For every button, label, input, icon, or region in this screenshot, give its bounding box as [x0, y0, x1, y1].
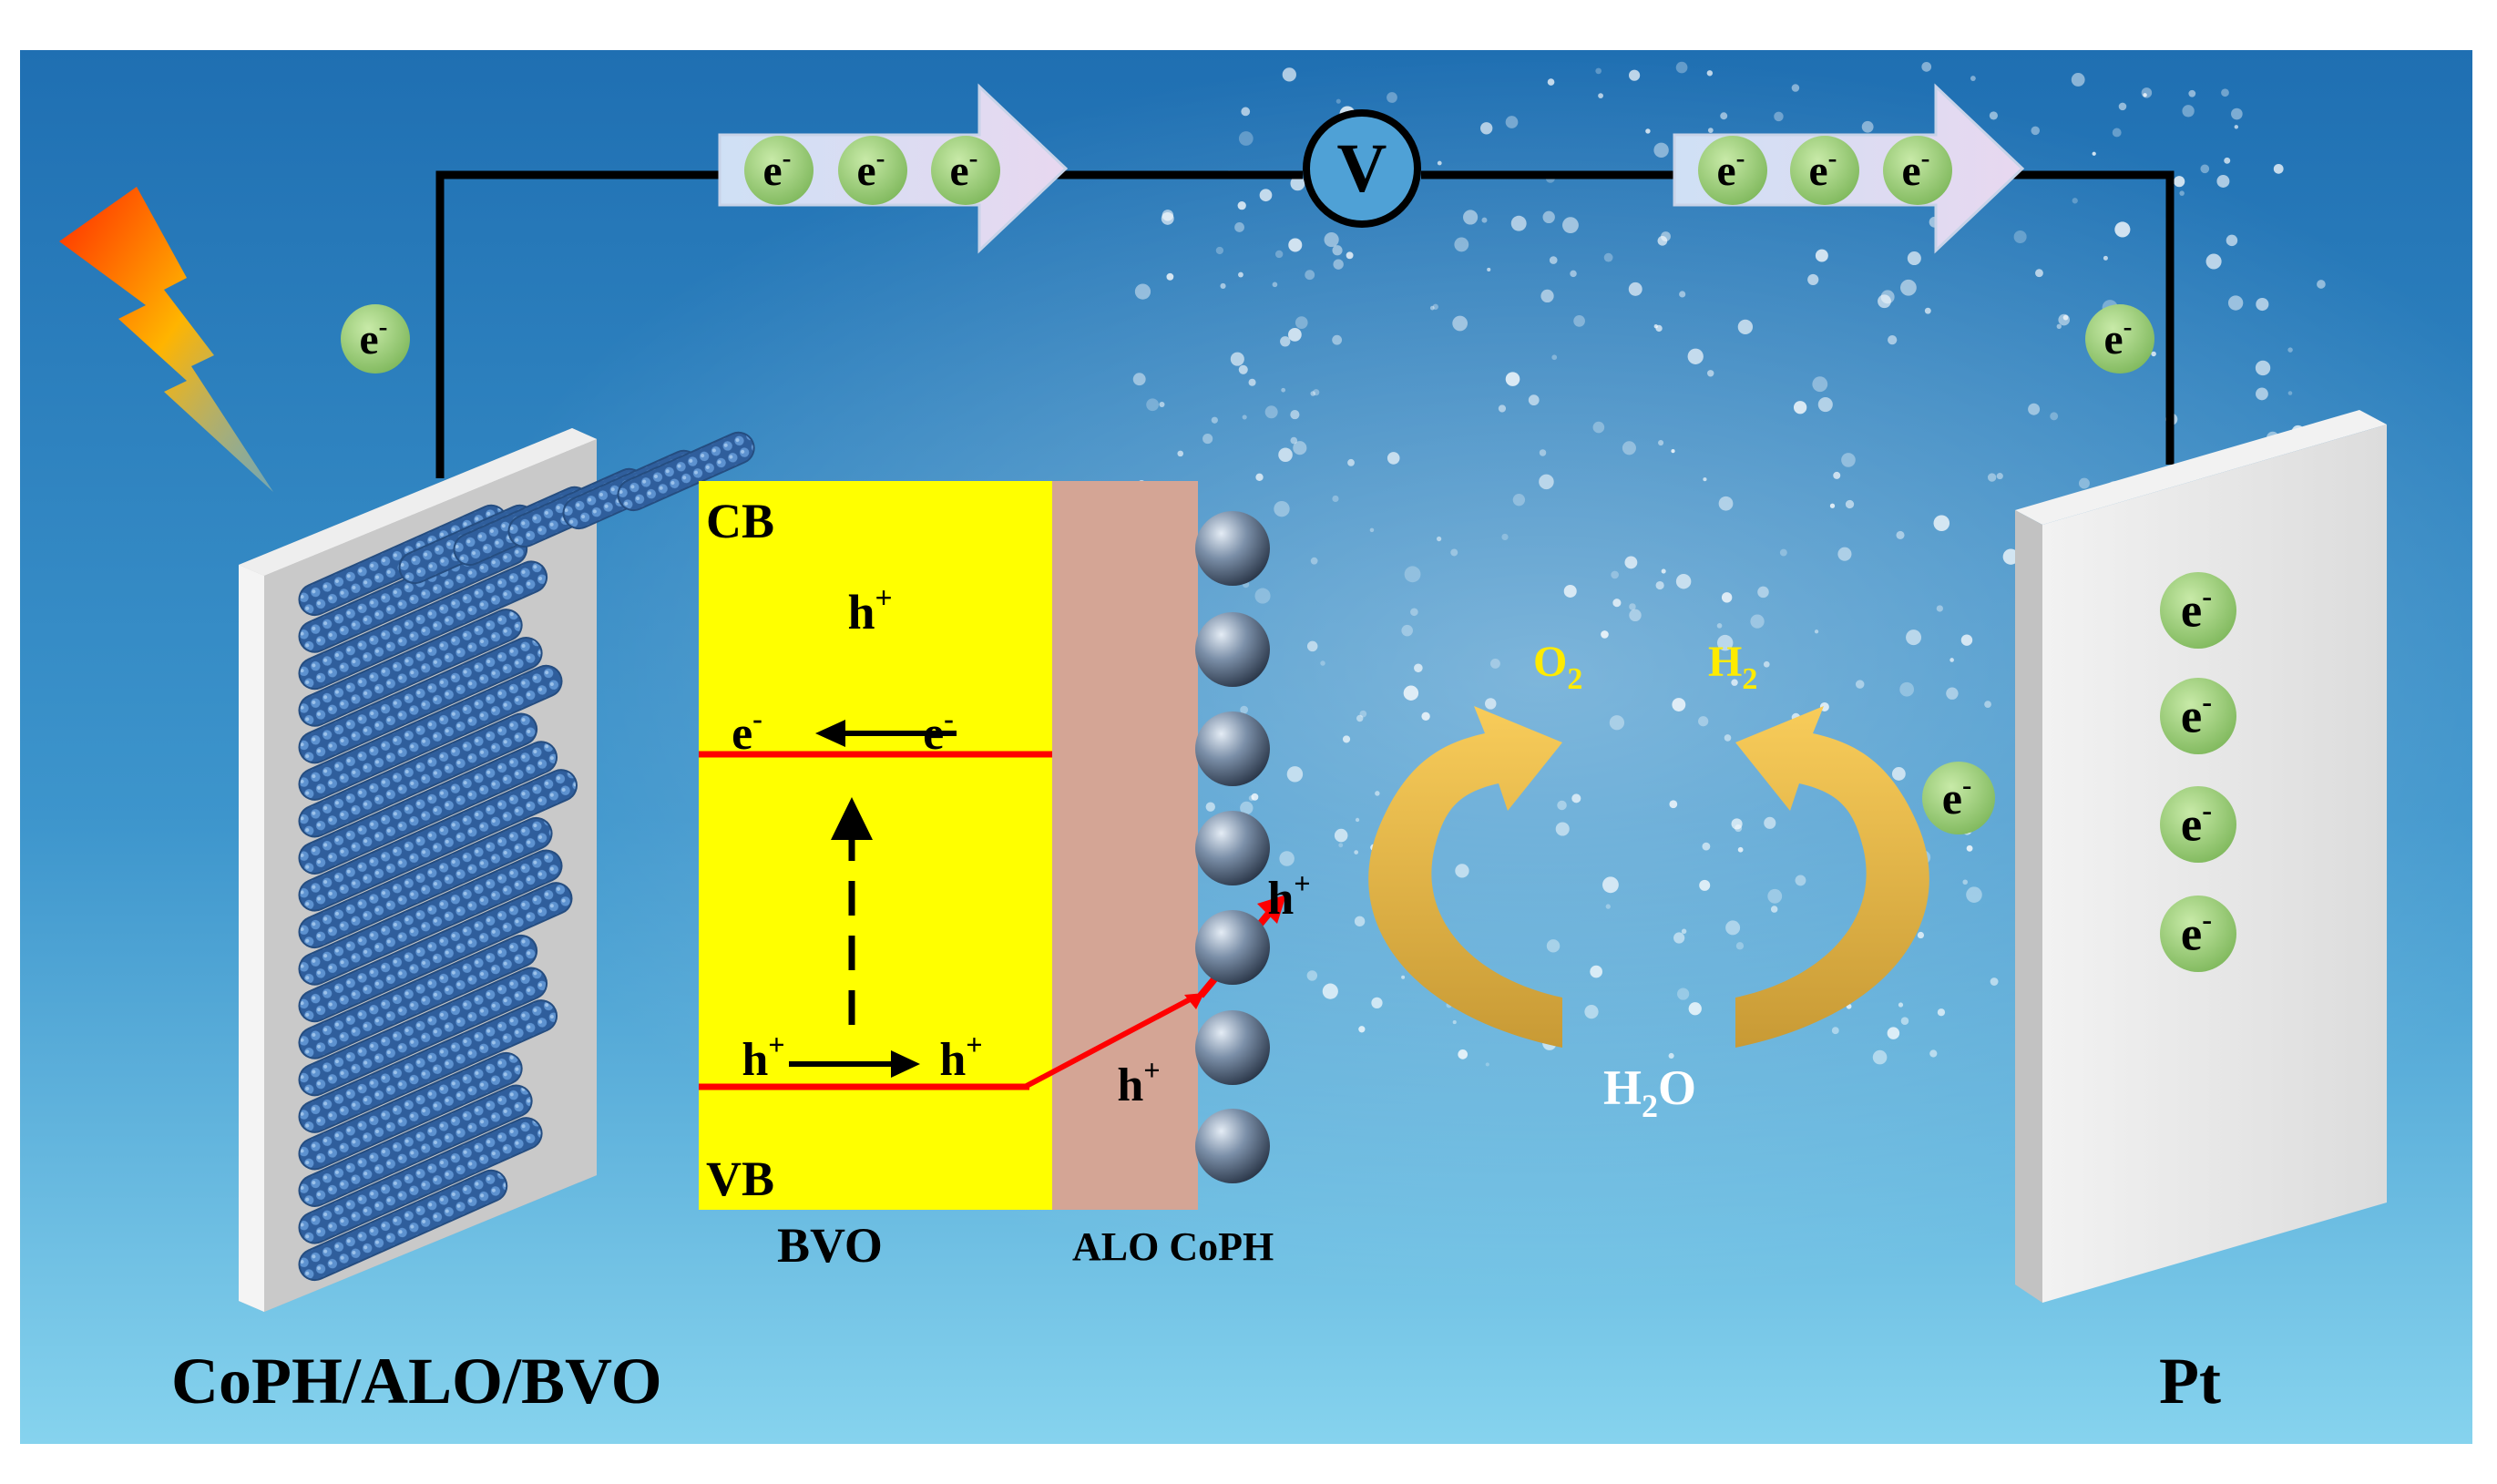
electron-icon: e- — [2160, 572, 2236, 649]
h2-label: H2 — [1708, 638, 1757, 696]
cobalt-particle-icon — [1195, 1109, 1270, 1183]
electron-label: e- — [2104, 312, 2133, 363]
coph-particles — [1195, 511, 1270, 1183]
electron-label: e- — [1902, 144, 1930, 195]
cobalt-particle-icon — [1195, 612, 1270, 687]
nanorod-icon — [298, 882, 573, 1023]
alo-layer — [1052, 481, 1198, 1210]
electron-icon: e- — [931, 136, 1000, 205]
water-splitting-cycle: O2 H2 H2O — [1368, 638, 1929, 1124]
oxidation-arc-arrow — [1368, 706, 1562, 1048]
nanorod-icon — [298, 816, 553, 949]
reduction-arc-arrow — [1735, 706, 1929, 1048]
cathode-label: Pt — [2159, 1345, 2221, 1417]
hole-label: h+ — [1117, 1054, 1160, 1111]
nanorod-icon — [298, 967, 548, 1097]
h2o-label: H2O — [1603, 1060, 1696, 1124]
cobalt-particle-icon — [1195, 711, 1270, 786]
nanorod-icon — [298, 741, 558, 875]
electron-label: e- — [923, 702, 954, 760]
voltmeter-icon: V — [1303, 109, 1421, 228]
nanorod-icon — [298, 636, 543, 764]
electron-icon: e- — [1883, 136, 1952, 205]
electron-icon: e- — [1922, 762, 1995, 834]
voltmeter-label: V — [1337, 130, 1387, 207]
vb-label: VB — [706, 1151, 774, 1206]
nanorod-icon — [298, 712, 538, 838]
band-diagram — [699, 481, 1286, 1210]
electron-label: e- — [1942, 769, 1972, 824]
electron-icon: e- — [2160, 786, 2236, 863]
hole-label: h+ — [1267, 867, 1310, 925]
electron-label: e- — [2181, 687, 2212, 743]
nanorod-icon — [298, 1051, 523, 1171]
nanorod-icon — [298, 999, 558, 1133]
electron-icon: e- — [1790, 136, 1859, 205]
nanorod-icon — [617, 431, 755, 512]
electron-label: e- — [763, 144, 792, 195]
cobalt-particle-icon — [1195, 811, 1270, 885]
hole-label: h+ — [847, 581, 892, 640]
electron-label: e- — [950, 144, 978, 195]
electron-label: e- — [1809, 144, 1837, 195]
nanorod-icon — [298, 1169, 508, 1282]
nanorod-icon — [298, 1117, 543, 1244]
nanorod-icon — [298, 934, 538, 1059]
electron-icon: e- — [744, 136, 814, 205]
electron-label: e- — [1717, 144, 1745, 195]
alo-coph-label: ALO CoPH — [1072, 1224, 1274, 1269]
o2-label: O2 — [1533, 638, 1582, 696]
electron-icon: e- — [1698, 136, 1767, 205]
cobalt-particle-icon — [1195, 1010, 1270, 1085]
cb-label: CB — [706, 494, 774, 548]
bvo-label: BVO — [777, 1218, 883, 1273]
cobalt-particle-icon — [1195, 511, 1270, 586]
electron-label: e- — [2181, 581, 2212, 638]
pt-plate — [2015, 410, 2387, 1303]
electron-label: e- — [732, 702, 762, 760]
nanorod-icon — [298, 849, 563, 986]
electron-icon: e- — [2160, 896, 2236, 972]
electron-label: e- — [2181, 795, 2212, 852]
carrier-labels: h+ e-e-h+ h+ h+ h+ — [732, 581, 1311, 1111]
cobalt-particle-icon — [1195, 910, 1270, 985]
nanorod-icon — [298, 609, 523, 727]
electron-icon: e- — [341, 304, 410, 374]
electron-icon: e- — [2085, 304, 2154, 374]
electron-label: e- — [360, 312, 388, 363]
nanorod-icon — [298, 1084, 533, 1207]
excitation-arrow-icon — [831, 797, 873, 840]
photoanode-label: CoPH/ALO/BVO — [171, 1345, 662, 1417]
pt-electrons-layer: e-e-e-e- — [2160, 572, 2236, 972]
nanorod-array — [298, 431, 755, 1282]
hole-label: h+ — [742, 1029, 784, 1086]
nanorod-icon — [298, 769, 578, 912]
nanorod-icon — [298, 560, 548, 691]
lightning-icon — [59, 187, 273, 492]
electron-label: e- — [2181, 905, 2212, 961]
electrons-layer: e-e-e-e-e-e-e-e-e- — [341, 136, 2154, 834]
hole-label: h+ — [939, 1029, 982, 1086]
nanorod-icon — [298, 664, 563, 801]
electron-icon: e- — [838, 136, 907, 205]
electron-label: e- — [857, 144, 885, 195]
electron-icon: e- — [2160, 678, 2236, 754]
